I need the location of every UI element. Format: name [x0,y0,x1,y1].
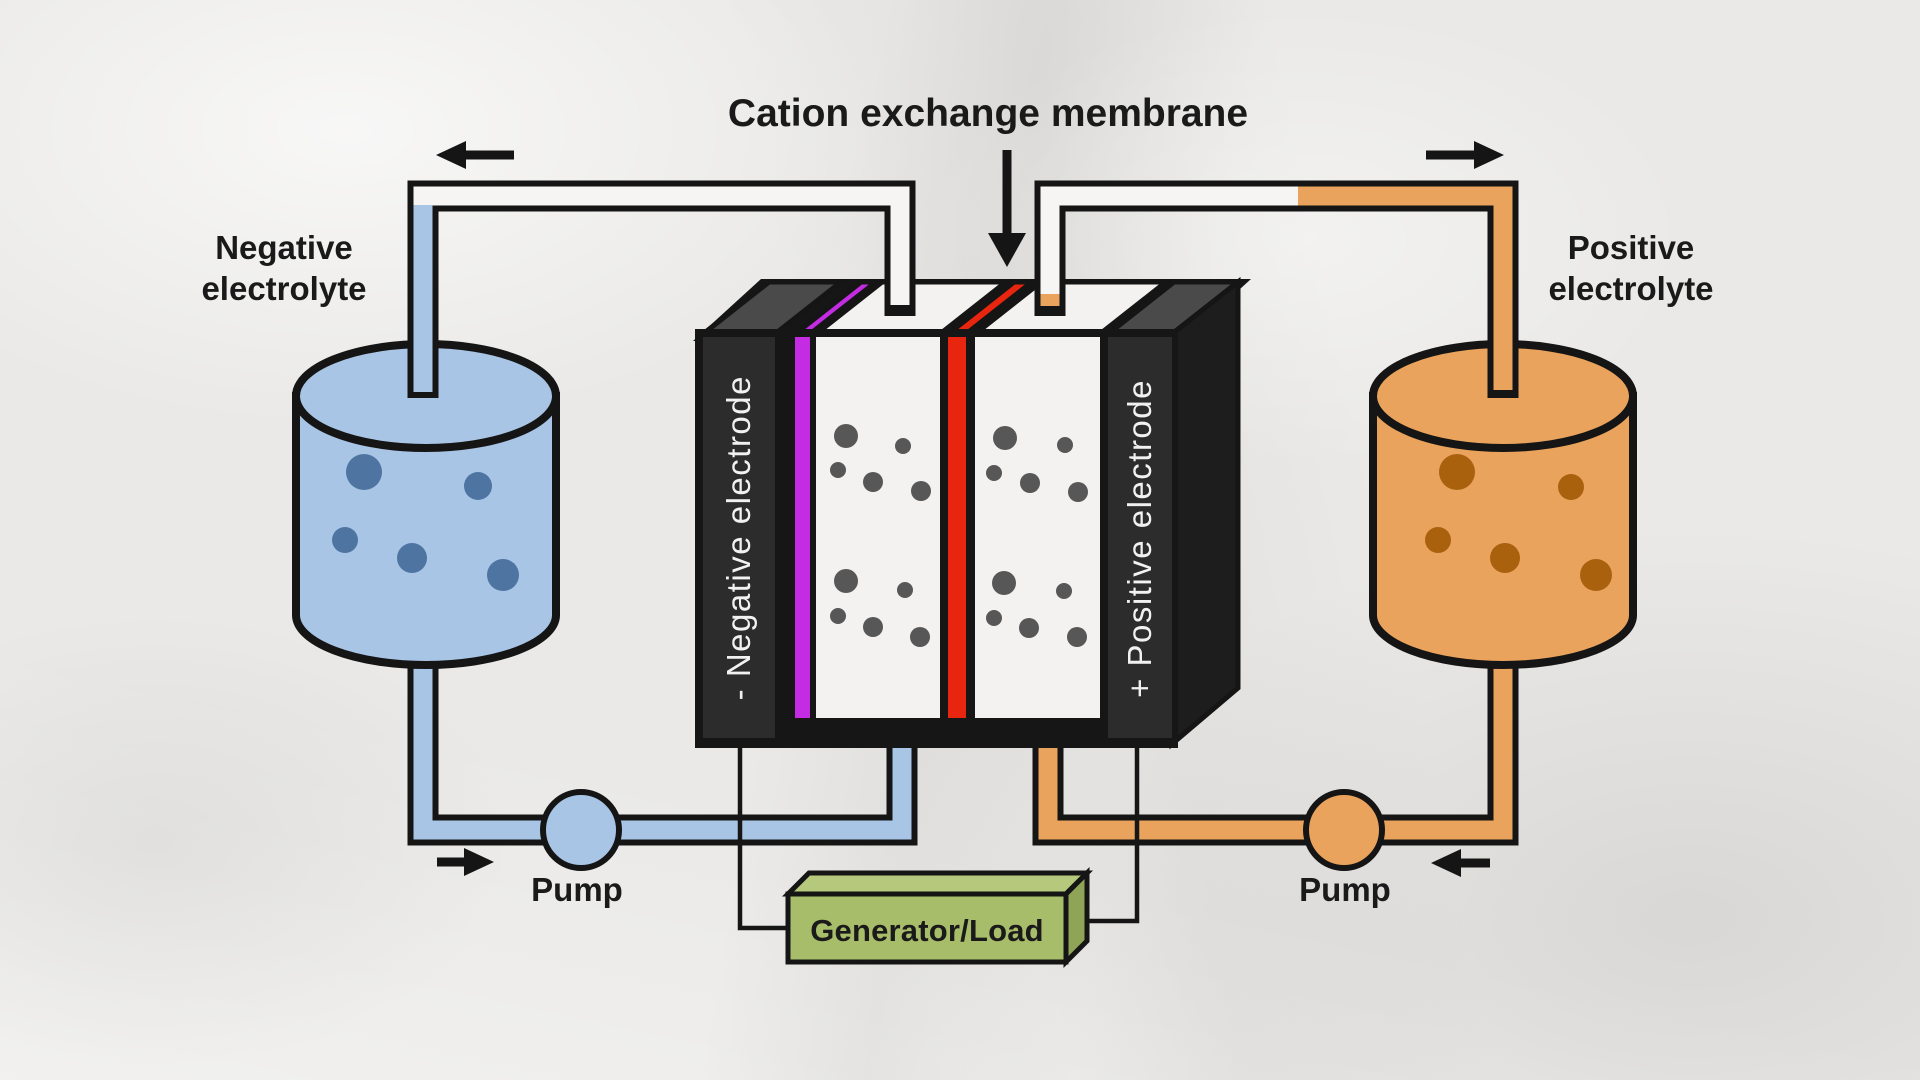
positive-tank-label-line2: electrolyte [1548,270,1714,307]
positive-tank-label-line1: Positive [1567,229,1695,266]
dot [397,543,427,573]
dot [830,608,846,624]
dot [910,627,930,647]
dot [1020,473,1040,493]
pipe-bottom-right [1032,612,1519,846]
negative-tank-label: Negative electrolyte [201,227,366,309]
positive-tank-body [1369,392,1637,669]
positive-tank-label: Positive electrolyte [1548,227,1713,309]
negative-electrode-label: - Negative electrode [720,375,757,701]
dot [834,424,858,448]
positive-electrode-label: + Positive electrode [1121,378,1158,698]
dot [911,481,931,501]
dot [1057,437,1073,453]
pipe-top-right [1034,180,1519,398]
positive-electrode-side-face [1169,276,1241,750]
positive-tank-particles [1425,454,1612,591]
generator-box [781,866,1094,969]
dot [830,462,846,478]
chamber-particles [830,424,1088,647]
wire-positive [1080,742,1140,924]
dot [464,472,492,500]
flow-arrow-bottom-right [1431,849,1490,877]
dot [1067,627,1087,647]
dot [992,571,1016,595]
negative-tank-particles [332,454,519,591]
generator-top-face [781,870,1094,897]
cell-stack [693,276,1251,750]
cation-exchange-membrane [948,337,966,718]
dot [897,582,913,598]
dot [487,559,519,591]
dot [834,569,858,593]
flow-arrows [436,141,1504,877]
generator-front-face [785,891,1069,965]
dot [1439,454,1475,490]
dot [863,617,883,637]
wire-negative [737,742,794,931]
dot [332,527,358,553]
pump-right [1303,789,1385,871]
negative-tank [292,340,560,669]
generator-label: Generator/Load [810,913,1044,948]
pump-right-label: Pump [1299,871,1391,908]
pump-left [540,789,622,871]
membrane-pointer-arrow [988,150,1026,267]
dot [1019,618,1039,638]
dot [1490,543,1520,573]
dot [986,465,1002,481]
dot [863,472,883,492]
negative-electrode-front [703,337,775,738]
dot [1558,474,1584,500]
negative-chamber-front [816,337,940,718]
magenta-separator-front [795,337,810,718]
flow-arrow-top-right [1426,141,1504,169]
dot [1425,527,1451,553]
positive-chamber-front [975,337,1100,718]
negative-tank-label-line1: Negative [215,229,353,266]
dot [1580,559,1612,591]
diagram-title: Cation exchange membrane [727,92,1249,135]
dot [346,454,382,490]
negative-tank-label-line2: electrolyte [201,270,367,307]
pump-left-label: Pump [531,871,623,908]
dot [1056,583,1072,599]
pipe-bottom-left [407,610,918,846]
dot [895,438,911,454]
flow-arrow-top-left [436,141,514,169]
positive-electrode-front [1108,337,1172,738]
dot [1068,482,1088,502]
pipe-top-left [407,180,916,398]
flow-arrow-bottom-left [437,848,494,876]
dot [986,610,1002,626]
dot [993,426,1017,450]
